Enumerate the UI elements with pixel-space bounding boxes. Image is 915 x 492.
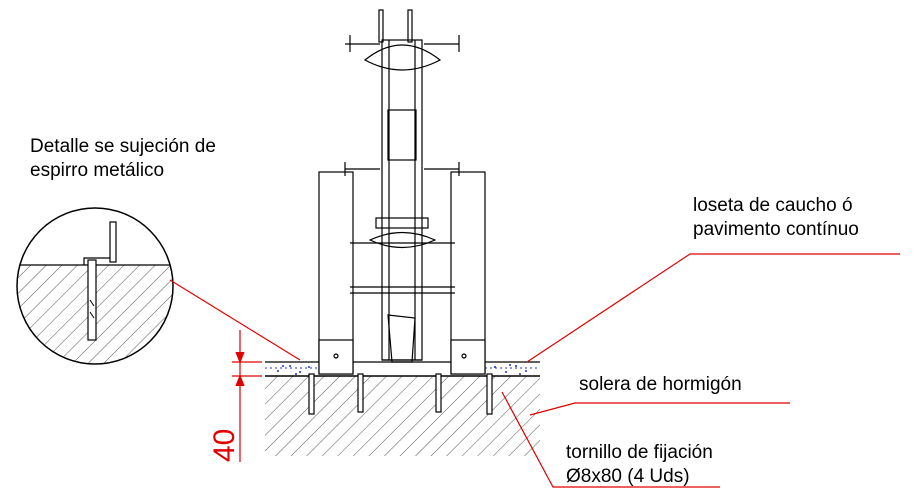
fixing-bolt-label-line2: Ø8x80 (4 Uds)	[566, 466, 690, 487]
detail-circle	[16, 207, 174, 365]
rubber-tile-label-line1: loseta de caucho ó	[693, 195, 853, 216]
fixing-bolt-label: tornillo de fijación Ø8x80 (4 Uds)	[566, 441, 713, 489]
dimension-40	[232, 330, 262, 462]
anchor-bolts	[308, 373, 493, 415]
concrete-slab	[265, 375, 540, 456]
rubber-tile-label: loseta de caucho ó pavimento contínuo	[693, 194, 859, 242]
concrete-slab-label-text: solera de hormigón	[579, 374, 742, 395]
concrete-slab-label: solera de hormigón	[579, 373, 742, 397]
fixing-bolt-label-line1: tornillo de fijación	[566, 442, 713, 463]
fitness-equipment	[318, 9, 486, 375]
rubber-tile-label-line2: pavimento contínuo	[693, 219, 859, 240]
detail-label-line1: Detalle se sujeción de	[30, 136, 216, 157]
dimension-value: 40	[208, 429, 241, 462]
detail-label: Detalle se sujeción de espirro metálico	[30, 135, 216, 183]
leader-lines	[169, 253, 900, 488]
detail-label-line2: espirro metálico	[30, 160, 165, 181]
rubber-pavement-layer	[265, 361, 540, 375]
